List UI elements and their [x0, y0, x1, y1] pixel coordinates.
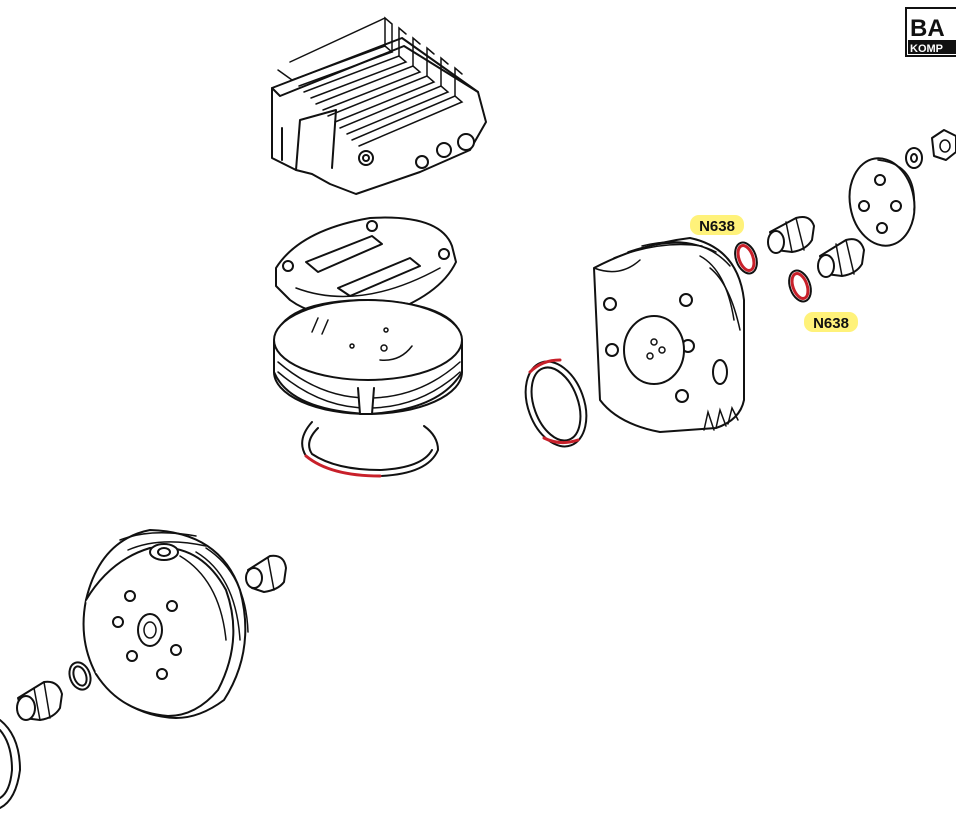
brand-logo: BA KOMP [905, 7, 956, 57]
flange-disc [848, 157, 916, 247]
oring-large-angled [524, 358, 588, 448]
finned-cylinder-head [271, 16, 487, 195]
cylinder-block-right [593, 237, 745, 433]
part-label-lower: N638 [804, 312, 858, 332]
part-label-upper: N638 [690, 215, 744, 235]
valve-fitting-upper [767, 216, 815, 254]
valve-fitting-left [16, 680, 63, 721]
valve-plate [273, 299, 463, 415]
cylinder-block-left [82, 529, 249, 719]
oring-small-upper [734, 241, 758, 275]
oring-small-lower [788, 269, 812, 303]
oring-large-horizontal [301, 421, 439, 478]
valve-gasket-plate [275, 216, 457, 319]
fitting-small-left [245, 554, 287, 593]
part-label-lower-text: N638 [813, 315, 849, 332]
oring-small-left [68, 661, 92, 691]
brand-logo-big-text: BA [910, 15, 945, 42]
cooling-fins [277, 16, 464, 147]
hex-nut [931, 129, 956, 161]
flange-disc-left-partial [0, 719, 21, 809]
washer [905, 147, 923, 169]
part-label-upper-text: N638 [699, 218, 735, 235]
valve-fitting-lower [817, 238, 865, 278]
brand-logo-small-text: KOMP [910, 43, 943, 55]
